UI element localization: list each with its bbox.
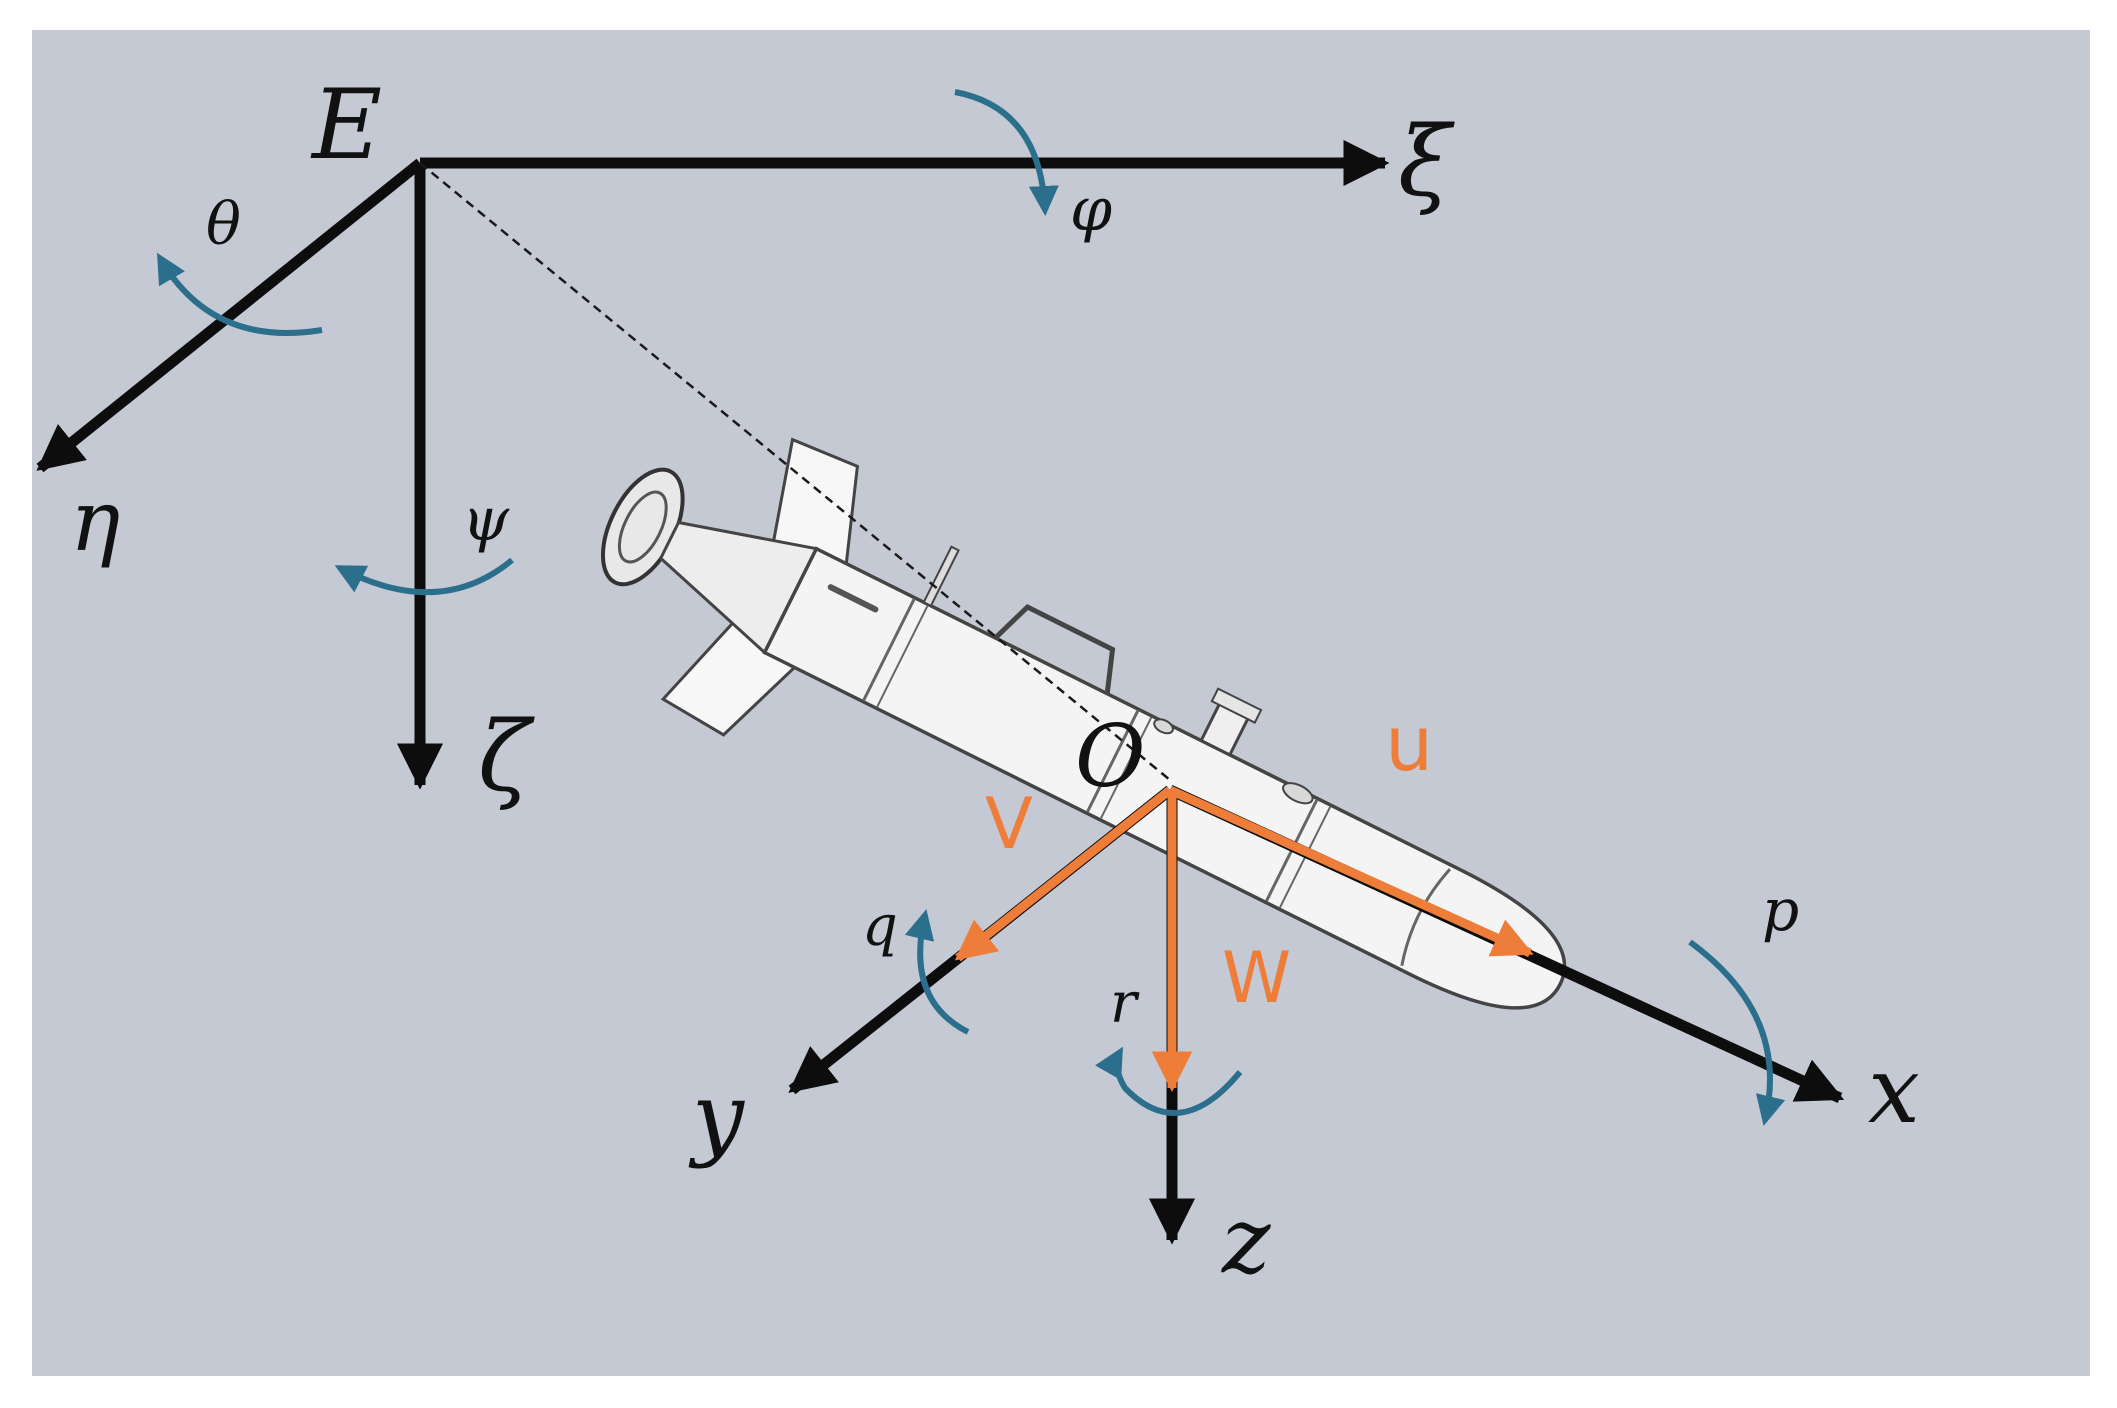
label-r: r [1110,971,1140,1036]
label-theta: θ [206,190,241,258]
label-u: u [1385,699,1433,788]
body-frame: O x y z p q r u V W [688,699,1920,1294]
label-zeta: ζ [478,701,535,813]
q-rotation-arrow [904,909,970,1035]
eta-axis [36,158,424,473]
auv-hull [762,546,1567,1010]
earth-frame: E ξ η ζ φ θ ψ [36,69,1455,813]
label-z: z [1221,1187,1271,1294]
auv-handle [993,604,1116,695]
psi-rotation-arrow [334,557,514,595]
v-velocity-arrow [954,786,1173,962]
label-x: x [1868,1037,1920,1144]
label-xi: ξ [1398,106,1455,218]
auv-antenna [922,545,960,608]
r-rotation-arrow [1095,1046,1243,1116]
u-velocity-arrow [1168,785,1534,958]
p-rotation-arrow [1688,939,1786,1126]
label-psi: ψ [462,485,510,555]
label-w: W [1222,937,1291,1019]
position-vector-line [419,162,1171,781]
phi-rotation-arrow [954,89,1059,216]
auv-vehicle [600,437,1567,1010]
theta-rotation-arrow [156,252,323,336]
label-eta: η [70,472,120,570]
label-y: y [688,1063,745,1170]
label-q: q [862,894,898,959]
label-phi: φ [1070,175,1112,245]
label-p: p [1762,876,1799,944]
label-E: E [310,69,382,181]
label-v: V [985,783,1033,865]
label-O: O [1075,707,1146,807]
